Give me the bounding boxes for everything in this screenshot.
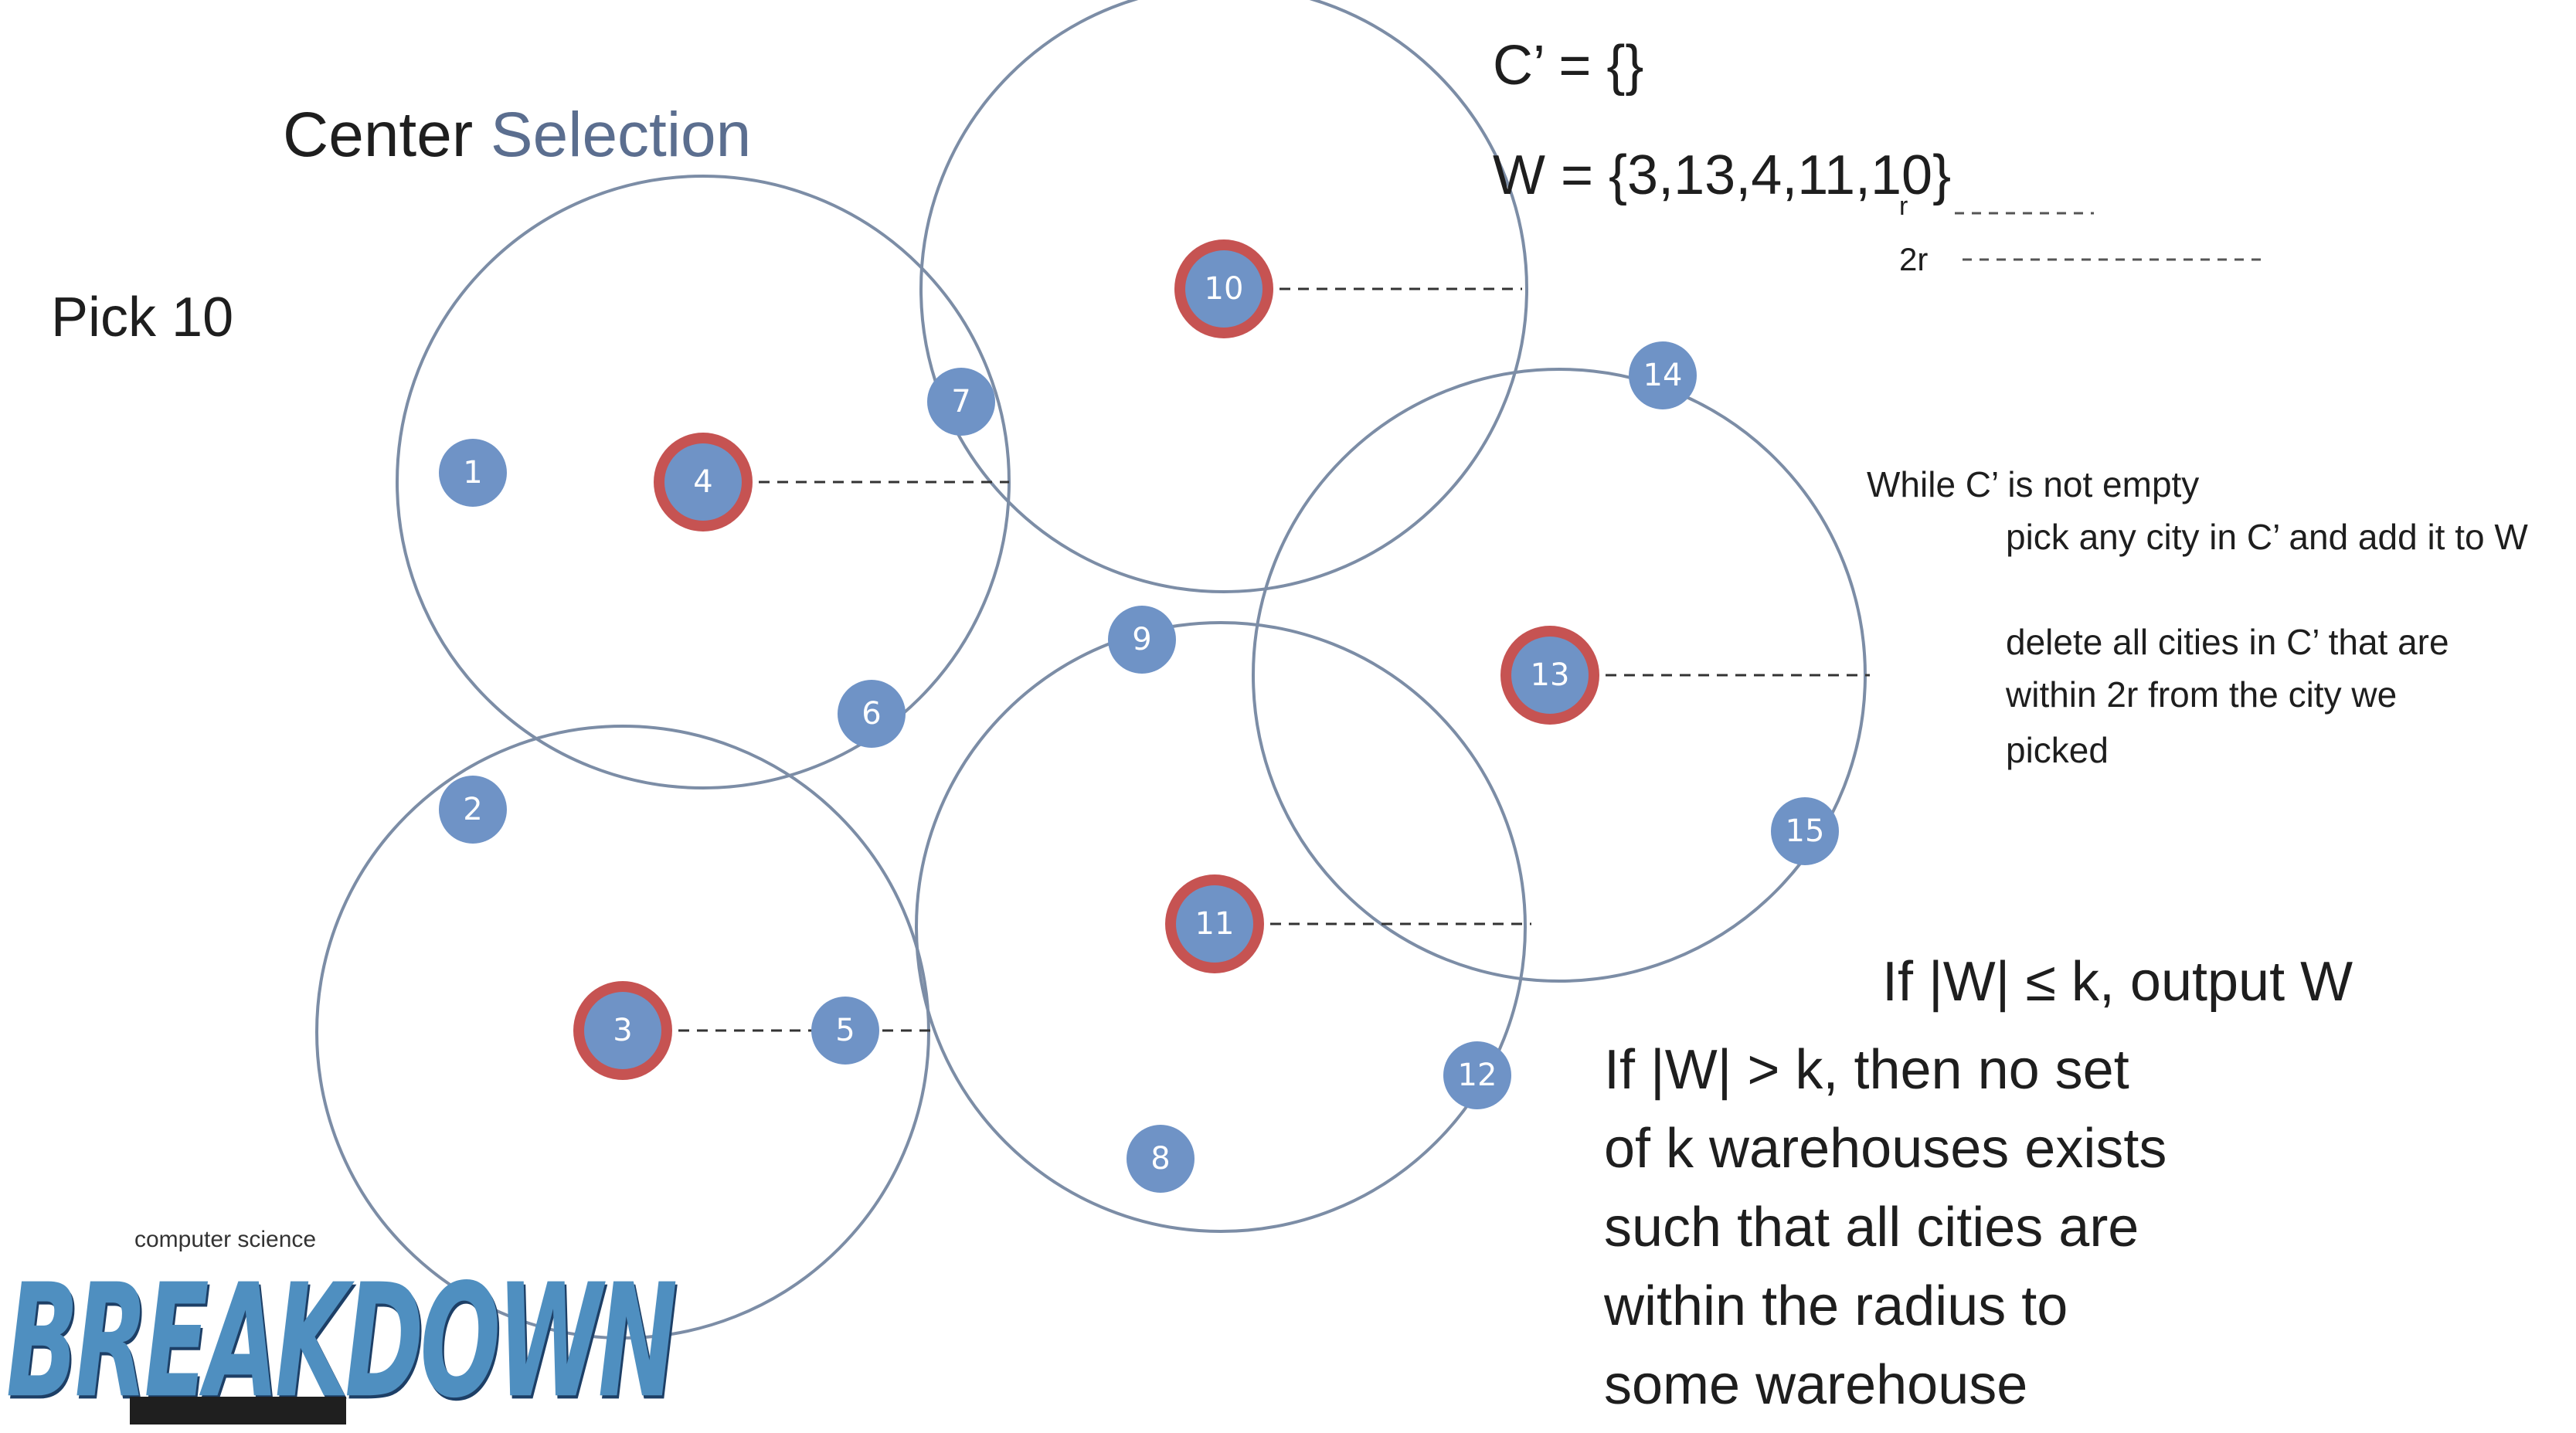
city-12: 12 bbox=[1443, 1041, 1511, 1109]
city-10: 10 bbox=[1174, 239, 1273, 338]
rule-output: If |W| ≤ k, output W bbox=[1882, 951, 2353, 1013]
city-8: 8 bbox=[1127, 1125, 1195, 1193]
city-2-label: 2 bbox=[463, 792, 482, 827]
radius-lines bbox=[623, 287, 1870, 1032]
city-12-dot bbox=[1443, 1041, 1511, 1109]
city-5: 5 bbox=[811, 997, 879, 1065]
title-part-1: Center bbox=[283, 100, 474, 170]
radius-circle-3 bbox=[315, 725, 930, 1340]
city-15-dot bbox=[1771, 797, 1839, 865]
city-11-dot bbox=[1176, 885, 1253, 963]
c-prime-set: C’ = {} bbox=[1493, 35, 1644, 97]
city-10-dot bbox=[1185, 250, 1263, 328]
city-1: 1 bbox=[439, 439, 507, 507]
city-2: 2 bbox=[439, 776, 507, 844]
city-4-label: 4 bbox=[693, 464, 712, 500]
city-11-label: 11 bbox=[1195, 906, 1235, 942]
rule-no-set-line-3: such that all cities are bbox=[1604, 1197, 2139, 1258]
pick-label: Pick 10 bbox=[51, 287, 234, 348]
city-14: 14 bbox=[1629, 341, 1697, 409]
radius-circle-10 bbox=[919, 0, 1528, 593]
logo-small-text: computer science bbox=[134, 1227, 317, 1252]
city-6: 6 bbox=[838, 680, 906, 748]
rule-no-set-line-5: some warehouse bbox=[1604, 1354, 2028, 1416]
city-5-dot bbox=[811, 997, 879, 1065]
breakdown-logo: computer science BREAKDOWN bbox=[0, 1221, 678, 1433]
city-10-label: 10 bbox=[1205, 271, 1244, 307]
title-part-2: Selection bbox=[490, 100, 752, 170]
city-4: 4 bbox=[654, 433, 753, 531]
city-15-label: 15 bbox=[1786, 813, 1825, 849]
city-4-dot bbox=[664, 443, 742, 521]
city-8-dot bbox=[1127, 1125, 1195, 1193]
city-7-label: 7 bbox=[951, 384, 970, 419]
city-7: 7 bbox=[927, 368, 995, 436]
city-14-dot bbox=[1629, 341, 1697, 409]
city-14-label: 14 bbox=[1643, 358, 1683, 393]
city-1-label: 1 bbox=[463, 455, 482, 491]
city-6-dot bbox=[838, 680, 906, 748]
city-9-dot bbox=[1108, 606, 1176, 674]
logo-banner bbox=[130, 1397, 346, 1425]
city-3-dot bbox=[584, 992, 661, 1069]
w-set: W = {3,13,4,11,10} bbox=[1493, 144, 1952, 206]
city-9: 9 bbox=[1108, 606, 1176, 674]
city-8-label: 8 bbox=[1150, 1141, 1170, 1177]
algorithm-line-5: picked bbox=[2006, 730, 2109, 770]
city-11: 11 bbox=[1165, 874, 1264, 973]
city-3: 3 bbox=[573, 981, 672, 1080]
city-6-label: 6 bbox=[861, 696, 881, 732]
rule-no-set-line-4: within the radius to bbox=[1604, 1275, 2068, 1337]
page-title: Center Selection bbox=[283, 99, 751, 171]
rule-no-set-line-1: If |W| > k, then no set bbox=[1604, 1039, 2129, 1101]
radius-circle-11 bbox=[915, 621, 1527, 1233]
legend-r-label: r bbox=[1899, 192, 1908, 221]
city-5-label: 5 bbox=[835, 1013, 855, 1048]
algorithm-line-4: within 2r from the city we bbox=[2006, 674, 2398, 715]
algorithm-line-1: While C’ is not empty bbox=[1867, 464, 2200, 504]
algorithm-line-3: delete all cities in C’ that are bbox=[2006, 622, 2449, 662]
rule-no-set-line-2: of k warehouses exists bbox=[1604, 1118, 2167, 1180]
city-7-dot bbox=[927, 368, 995, 436]
city-1-dot bbox=[439, 439, 507, 507]
city-13-dot bbox=[1511, 637, 1589, 714]
algorithm-line-2: pick any city in C’ and add it to W bbox=[2006, 517, 2528, 557]
city-12-label: 12 bbox=[1458, 1058, 1497, 1093]
city-15: 15 bbox=[1771, 797, 1839, 865]
city-13: 13 bbox=[1500, 626, 1599, 725]
legend-2r-label: 2r bbox=[1899, 241, 1929, 277]
city-3-label: 3 bbox=[613, 1013, 632, 1048]
city-2-dot bbox=[439, 776, 507, 844]
city-9-label: 9 bbox=[1132, 622, 1151, 657]
legend-lines bbox=[1955, 212, 2268, 261]
city-13-label: 13 bbox=[1531, 657, 1570, 693]
